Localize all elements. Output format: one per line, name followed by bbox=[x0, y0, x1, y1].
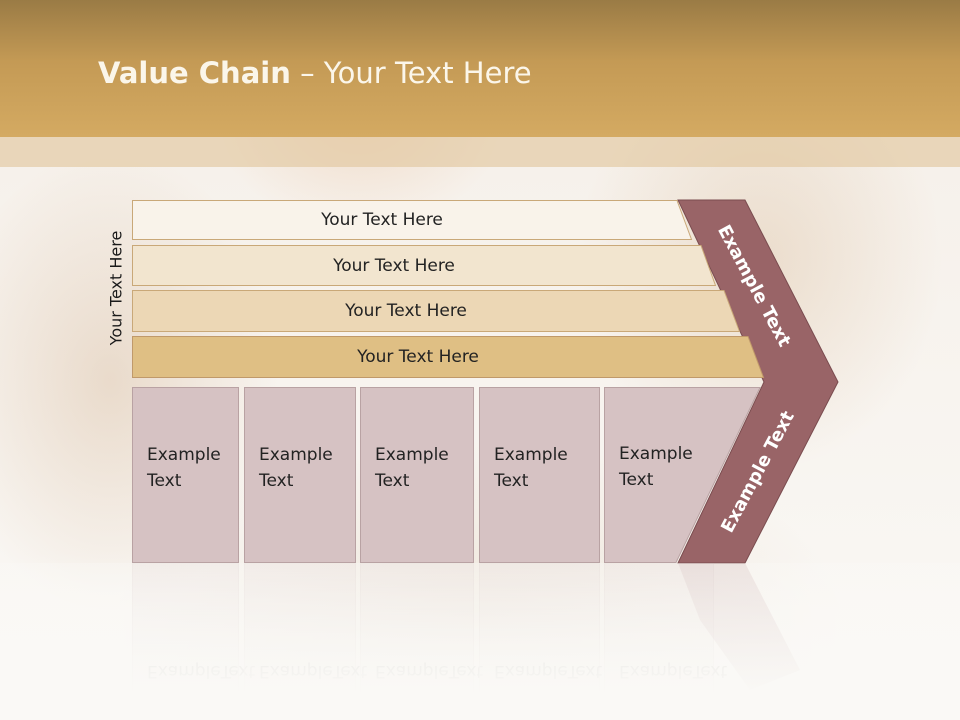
box-3-line2: Text bbox=[375, 471, 410, 491]
example-box-2[interactable]: Example Text bbox=[244, 387, 356, 563]
box-2-line1: Example bbox=[259, 445, 333, 465]
example-box-3[interactable]: Example Text bbox=[360, 387, 474, 563]
box-4-line1: Example bbox=[494, 445, 568, 465]
bar-4[interactable]: Your Text Here bbox=[132, 336, 765, 378]
box-1-line1: Example bbox=[147, 445, 221, 465]
title-rest: – Your Text Here bbox=[290, 56, 532, 90]
example-box-5[interactable]: Example Text bbox=[604, 387, 714, 563]
box-5-line1: Example bbox=[619, 444, 693, 464]
box-5-line2: Text bbox=[619, 470, 654, 490]
example-box-4[interactable]: Example Text bbox=[479, 387, 600, 563]
bar-2[interactable]: Your Text Here bbox=[132, 245, 717, 286]
example-box-1[interactable]: Example Text bbox=[132, 387, 239, 563]
bar-1-label: Your Text Here bbox=[321, 210, 443, 230]
bar-4-label: Your Text Here bbox=[357, 347, 479, 367]
header-sub-band bbox=[0, 137, 960, 167]
bar-1[interactable]: Your Text Here bbox=[132, 200, 693, 240]
bar-3-label: Your Text Here bbox=[345, 301, 467, 321]
header-band bbox=[0, 0, 960, 137]
box-1-line2: Text bbox=[147, 471, 182, 491]
slide-title[interactable]: Value Chain – Your Text Here bbox=[98, 56, 532, 90]
box-2-line2: Text bbox=[259, 471, 294, 491]
bar-3[interactable]: Your Text Here bbox=[132, 290, 741, 332]
bar-2-label: Your Text Here bbox=[333, 255, 455, 276]
title-bold: Value Chain bbox=[98, 56, 291, 90]
reflection-fade bbox=[0, 563, 960, 720]
box-4-line2: Text bbox=[494, 471, 529, 491]
box-3-line1: Example bbox=[375, 445, 449, 465]
example-box-5-shape bbox=[604, 387, 761, 563]
